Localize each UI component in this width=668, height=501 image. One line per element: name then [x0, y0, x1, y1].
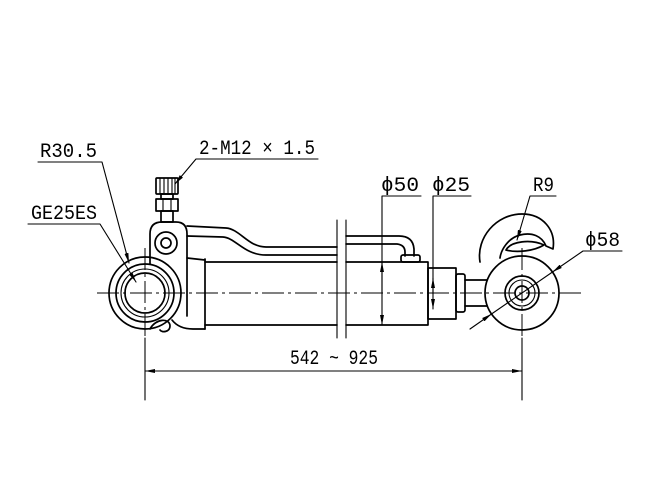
- bearing-label: GE25ES: [31, 203, 97, 226]
- right-rod-eye: [478, 213, 560, 331]
- hook-radius-leader: [516, 195, 557, 241]
- left-bearing-bore: [124, 272, 166, 314]
- dimension-labels: R30.5 2-M12 × 1.5 GE25ES ϕ50 ϕ25 R9 ϕ58 …: [31, 138, 620, 371]
- knurl-lines: [159, 177, 176, 195]
- rod-diameter-dimension: [431, 195, 472, 310]
- left-bearing-outer-race: [115, 263, 175, 323]
- tube-left-section: [204, 261, 338, 326]
- length-range-label: 542 ~ 925: [290, 348, 378, 371]
- head-neck-bottom: [171, 319, 206, 330]
- banjo-bolt-outer: [154, 231, 178, 255]
- fitting-hex-nut: [155, 198, 179, 212]
- pipe-right-bottom: [345, 243, 406, 257]
- pipe-left-top: [186, 225, 338, 248]
- banjo-block: [149, 221, 188, 317]
- thread-label: 2-M12 × 1.5: [199, 138, 315, 161]
- right-eye-housing: [484, 255, 560, 331]
- housing-radius-label: R30.5: [40, 141, 97, 164]
- left-eye-lug-curl: [149, 319, 171, 333]
- right-eye-bore: [514, 285, 530, 301]
- eye-diameter-line: [490, 271, 554, 315]
- break-lines: [336, 219, 347, 339]
- wiper-ring: [455, 273, 466, 313]
- eye-diameter-lower-arrow: [469, 313, 493, 330]
- hydraulic-pipe: [186, 225, 421, 263]
- right-bearing-outer: [504, 275, 540, 311]
- rod-diameter-label: ϕ25: [432, 175, 470, 198]
- pipe-port: [400, 254, 421, 263]
- left-bearing-ball: [120, 268, 170, 318]
- eye-diameter-label: ϕ58: [585, 230, 620, 253]
- bearing-leader: [27, 223, 137, 283]
- thread-leader: [174, 158, 319, 185]
- head-neck-top: [186, 257, 206, 261]
- eye-diameter-leader: [551, 250, 623, 273]
- rod-gland: [427, 267, 488, 320]
- left-rod-eye: [108, 256, 182, 333]
- fitting-stem: [160, 210, 174, 223]
- banjo-bolt-inner: [160, 237, 172, 249]
- left-eye-housing: [108, 256, 182, 330]
- hex-nut-flats: [162, 198, 172, 212]
- pipe-left-bottom: [186, 235, 338, 256]
- tube-diameter-label: ϕ50: [381, 175, 419, 198]
- dimensions: [27, 158, 623, 401]
- right-bearing-inner: [508, 279, 536, 307]
- hook-slot: [505, 240, 545, 253]
- centerlines: [97, 248, 585, 336]
- cylinder-head: [171, 257, 206, 330]
- pipe-right-top: [345, 235, 415, 257]
- lock-hook: [478, 213, 555, 263]
- hook-radius-label: R9: [533, 175, 554, 198]
- swivel-fitting: [149, 177, 188, 317]
- housing-radius-leader: [37, 161, 130, 264]
- piston-rod: [464, 279, 488, 307]
